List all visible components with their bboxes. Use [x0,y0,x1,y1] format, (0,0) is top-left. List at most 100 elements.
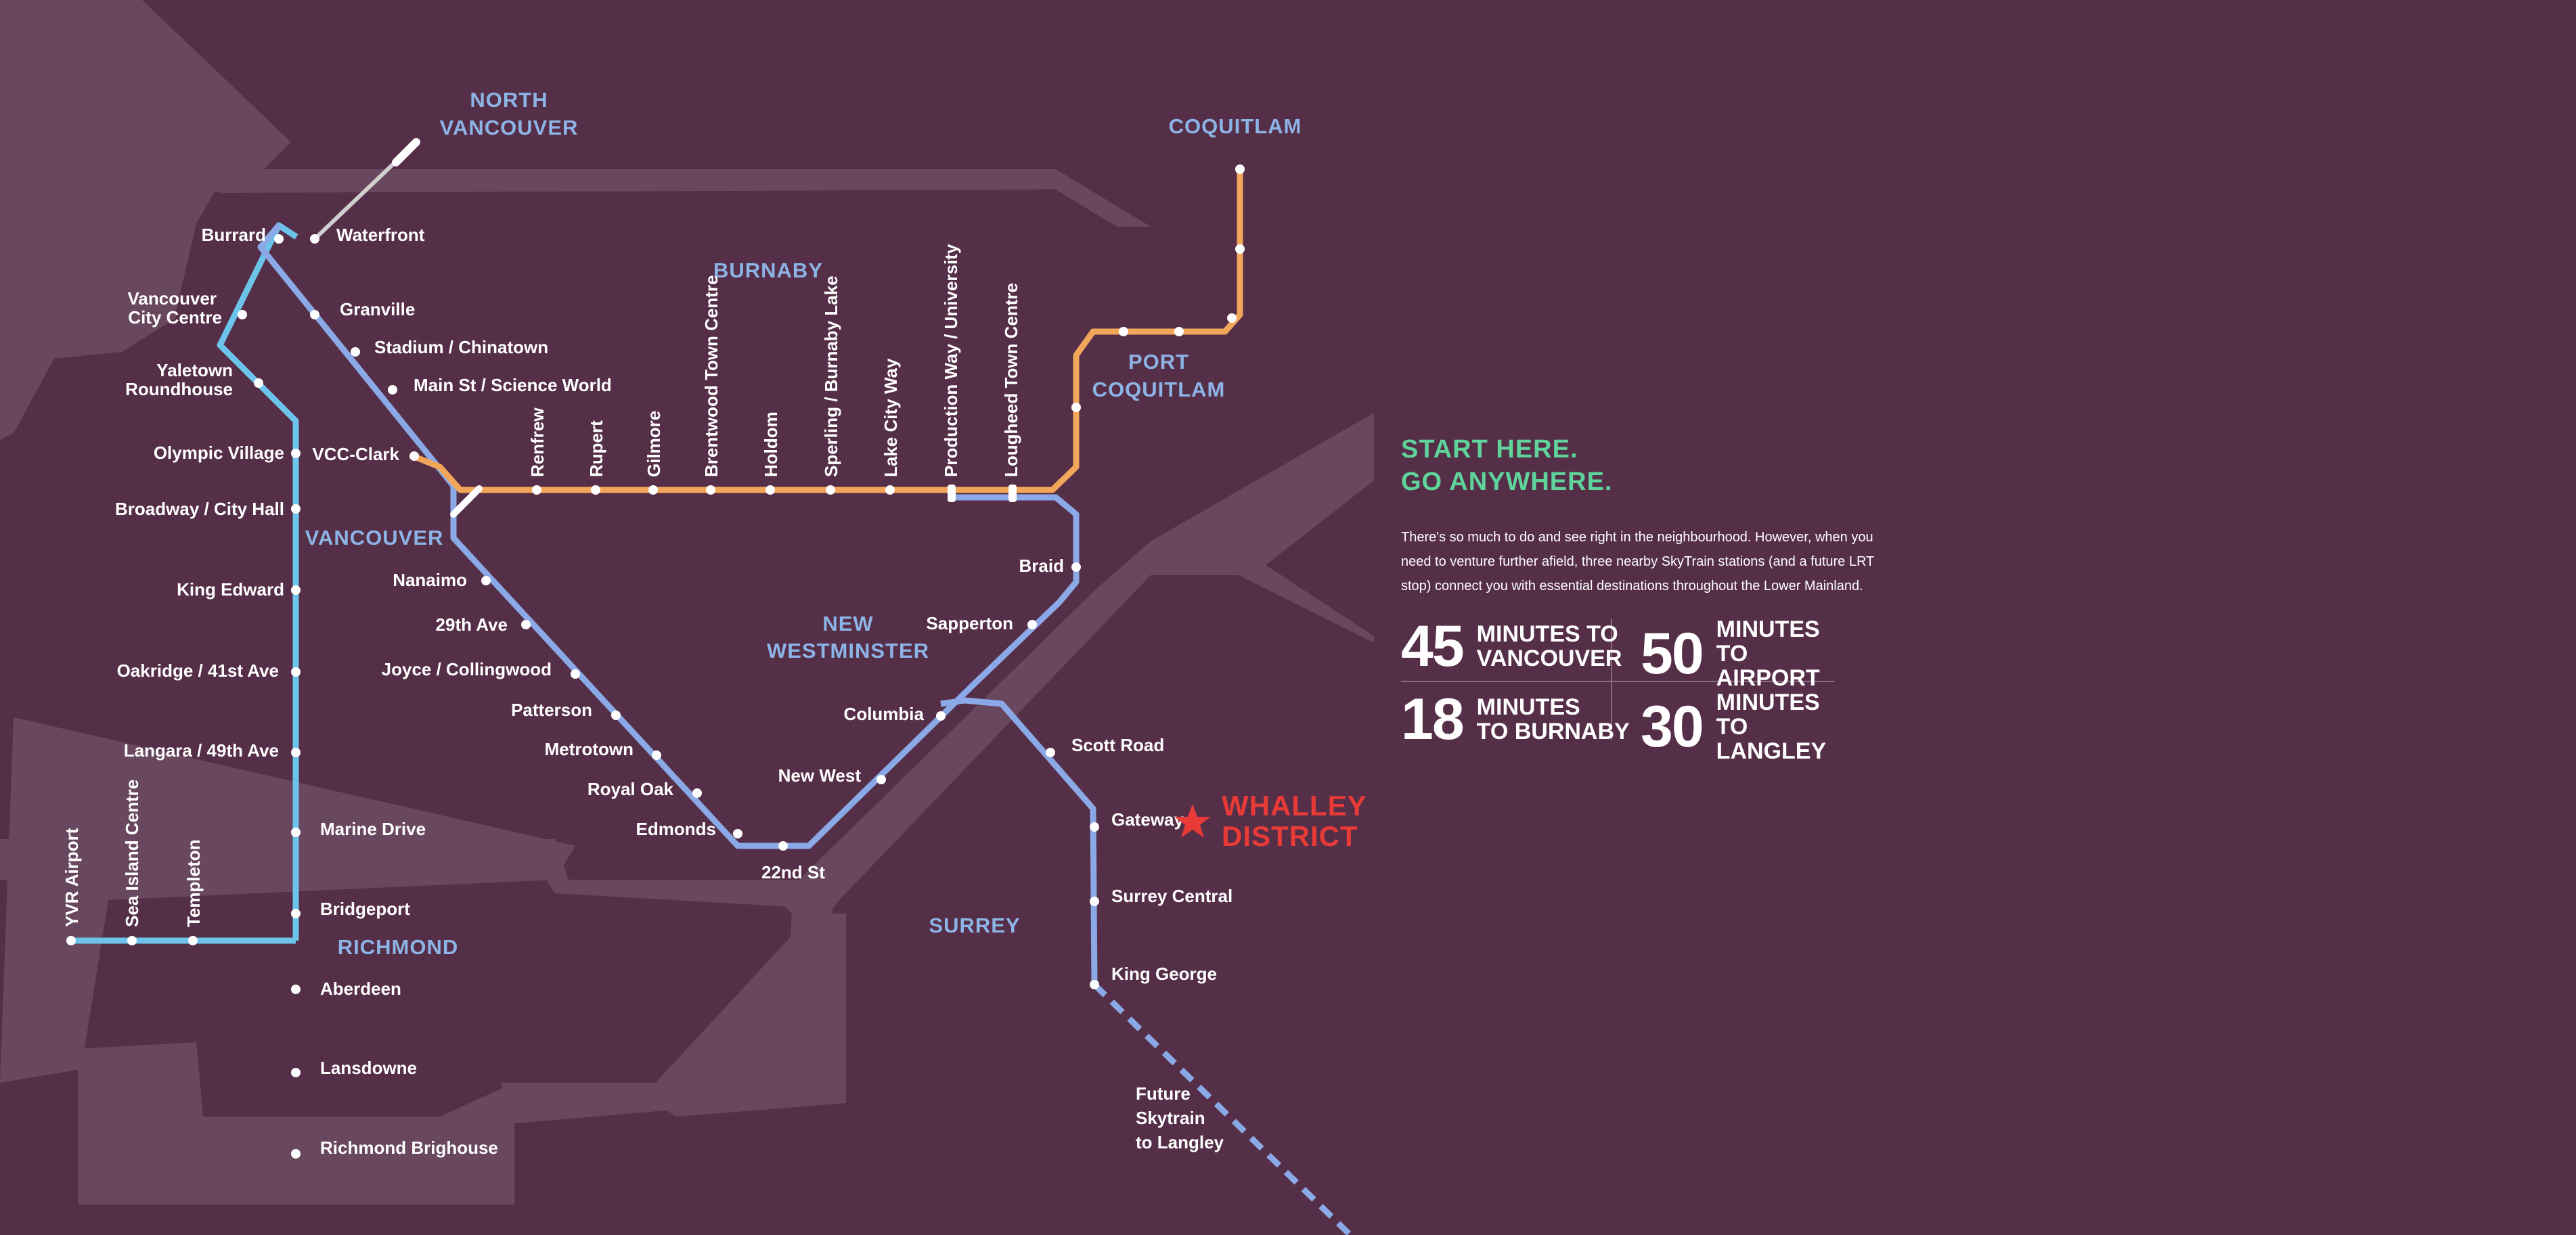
station-dot [351,347,360,357]
station-dot [409,451,419,461]
label-yvr-airport: YVR Airport [62,828,82,927]
label-oakridge: Oakridge / 41st Ave [117,660,279,681]
destination-star-icon [1174,804,1211,838]
label-olympic-village: Olympic Village [154,443,284,463]
stat-number: 30 [1641,694,1704,759]
label-sperling: Sperling / Burnaby Lake [821,275,841,477]
intro-paragraph: There's so much to do and see right in t… [1401,530,1874,593]
station-dot [291,909,301,918]
station-dot [706,485,715,495]
station-dot [1090,897,1099,906]
label-brentwood: Brentwood Town Centre [701,275,721,477]
label-king-edward: King Edward [177,579,284,600]
label-lake-city: Lake City Way [881,358,901,477]
station-dot [1046,748,1055,757]
label-nanaimo: Nanaimo [393,570,467,590]
label-aberdeen: Aberdeen [320,979,401,999]
station-dot [188,936,198,945]
label-holdom: Holdom [761,411,781,477]
label-sapperton: Sapperton [926,613,1013,633]
station-dot [876,775,886,784]
tagline: START HERE. GO ANYWHERE. [1401,433,1888,498]
area-port-coquitlam-line1: PORT [1128,350,1189,374]
destination-label-line2: DISTRICT [1222,820,1358,852]
area-burnaby: BURNABY [713,259,823,282]
label-lougheed: Lougheed Town Centre [1001,283,1021,477]
future-skytrain-line [1092,982,1353,1235]
label-renfrew: Renfrew [527,407,548,477]
expo-line-surrey-branch [940,697,1098,985]
label-future-1: Future [1136,1083,1191,1104]
label-vcc-clark: VCC-Clark [312,444,399,464]
expo-line [257,223,1080,849]
area-new-westminster-line2: WESTMINSTER [767,639,929,663]
label-vancouver-city-centre-2: City Centre [128,307,222,328]
station-dot [291,1149,301,1159]
station-dot [1071,562,1081,572]
info-panel: START HERE. GO ANYWHERE. There's so much… [1401,433,1888,763]
station-dot [291,504,301,514]
land-shapes [0,0,1374,1205]
station-labels: Burrard Waterfront Vancouver City Centre… [62,225,1233,1158]
stats-divider-horizontal [1401,681,1834,682]
station-dot [310,234,319,244]
tagline-line1: START HERE. [1401,435,1578,464]
fraser-river-band [778,413,1374,934]
area-richmond: RICHMOND [338,935,459,959]
label-columbia: Columbia [844,704,925,724]
station-dot [291,667,301,677]
station-dot [652,750,661,760]
station-dot [571,669,580,679]
station-dot [765,485,775,495]
station-dot [1008,485,1017,502]
label-yaletown-1: Yaletown [156,360,233,380]
station-dot [532,485,541,495]
station-dot [127,936,137,945]
area-north-vancouver-line1: NORTH [470,88,548,112]
station-dot [1174,327,1184,336]
station-dot [1071,403,1081,412]
station-dot [611,711,621,720]
area-vancouver: VANCOUVER [305,526,444,549]
label-future-2: Skytrain [1136,1108,1205,1128]
label-surrey-central: Surrey Central [1111,886,1233,906]
destination-label-line1: WHALLEY [1222,790,1367,822]
label-vancouver-city-centre-1: Vancouver [127,288,217,309]
label-broadway: Broadway / City Hall [115,499,284,519]
station-dot [291,748,301,757]
label-main-st: Main St / Science World [414,375,612,395]
station-dot [591,485,600,495]
delta-land [643,914,846,1117]
station-dot [521,620,531,629]
station-dot [310,310,319,319]
label-granville: Granville [340,299,415,319]
station-dot [1235,164,1245,174]
station-dot [238,310,247,319]
station-dot [291,585,301,595]
station-dot [1090,822,1099,832]
seabus-terminal [392,138,420,166]
label-richmond-brighouse: Richmond Brighouse [320,1138,498,1158]
station-dot [692,788,702,798]
stat-number: 18 [1401,687,1465,752]
label-langara: Langara / 49th Ave [124,740,279,761]
label-gateway: Gateway [1111,809,1184,830]
area-new-westminster-line1: NEW [822,612,873,635]
label-metrotown: Metrotown [545,739,634,759]
station-dot [936,711,946,721]
label-future-3: to Langley [1136,1132,1224,1152]
station-dot [1227,313,1237,323]
station-dot [481,576,491,585]
stat-number: 45 [1401,614,1465,679]
lulu-island [0,717,575,1083]
station-dot [885,485,895,495]
